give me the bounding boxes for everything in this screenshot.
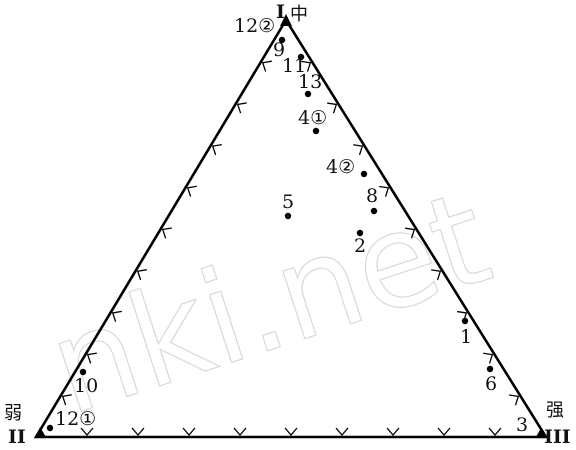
vertex-right-label: 强 (546, 400, 564, 421)
point-13-dot (304, 90, 312, 98)
point-4-1-dot (312, 127, 320, 135)
edge-tick-bottom-2 (131, 427, 145, 436)
triangle-outline (33, 17, 549, 439)
vertex-top-label: 中 (290, 4, 308, 25)
edge-tick-right-6 (431, 269, 442, 281)
watermark: nki.net (33, 161, 506, 444)
edge-tick-right-4 (379, 185, 390, 197)
edge-tick-bottom-3 (182, 427, 196, 436)
vertex-top-marker (280, 14, 292, 26)
point-6-label: 6 (485, 373, 497, 395)
point-13-label: 13 (298, 71, 322, 93)
vertex-top-numeral: I (276, 1, 285, 23)
point-11-dot (297, 53, 305, 61)
edge-tick-right-2 (327, 102, 338, 114)
point-4-2-dot (360, 170, 368, 178)
point-9-label: 9 (273, 39, 285, 61)
edge-tick-right-8 (483, 352, 494, 364)
edge-tick-bottom-9 (488, 427, 502, 436)
point-12-1-label: 12① (55, 408, 96, 430)
point-12-1-dot (46, 424, 54, 432)
edge-tick-right-9 (509, 394, 520, 406)
edge-ticks (61, 60, 520, 436)
edge-tick-bottom-8 (437, 427, 451, 436)
edge-tick-left-4 (136, 269, 147, 281)
point-12-2-label: 12② (234, 15, 275, 37)
point-4-2-label: 4② (326, 156, 355, 178)
point-2-label: 2 (354, 235, 366, 257)
point-9-dot (278, 36, 286, 44)
point-6-dot (486, 365, 494, 373)
point-8-label: 8 (366, 185, 378, 207)
edge-tick-right-1 (301, 60, 312, 72)
point-2-dot (356, 229, 364, 237)
point-10-label: 10 (74, 375, 98, 397)
edge-tick-bottom-7 (386, 427, 400, 436)
edge-tick-left-7 (211, 143, 222, 156)
vertex-right-numeral: III (544, 426, 571, 448)
point-5-dot (284, 212, 292, 220)
edge-tick-left-9 (261, 60, 272, 72)
edge-tick-right-3 (353, 144, 364, 156)
edge-tick-bottom-5 (284, 427, 298, 436)
point-11-label: 11 (282, 55, 306, 77)
edge-tick-bottom-6 (335, 427, 349, 436)
edge-tick-left-3 (111, 310, 122, 322)
edge-tick-left-2 (86, 352, 97, 364)
vertex-right-marker (536, 428, 546, 437)
vertex-left-numeral: II (8, 426, 26, 448)
point-10-dot (79, 368, 87, 376)
vertex-left-marker (36, 427, 46, 437)
edge-tick-left-8 (236, 102, 247, 114)
edge-tick-left-6 (186, 185, 197, 197)
point-5-label: 5 (282, 191, 294, 213)
edge-tick-bottom-4 (233, 427, 247, 436)
edge-tick-right-5 (405, 227, 416, 239)
point-1-label: 1 (460, 326, 472, 348)
point-3-label: 3 (516, 414, 528, 436)
point-4-1-label: 4① (298, 107, 327, 129)
edge-tick-left-1 (61, 394, 72, 406)
point-1-dot (461, 317, 469, 325)
edge-tick-bottom-1 (80, 427, 94, 436)
vertex-left-label: 弱 (4, 403, 22, 424)
edge-tick-left-5 (161, 227, 172, 239)
point-8-dot (370, 207, 378, 215)
